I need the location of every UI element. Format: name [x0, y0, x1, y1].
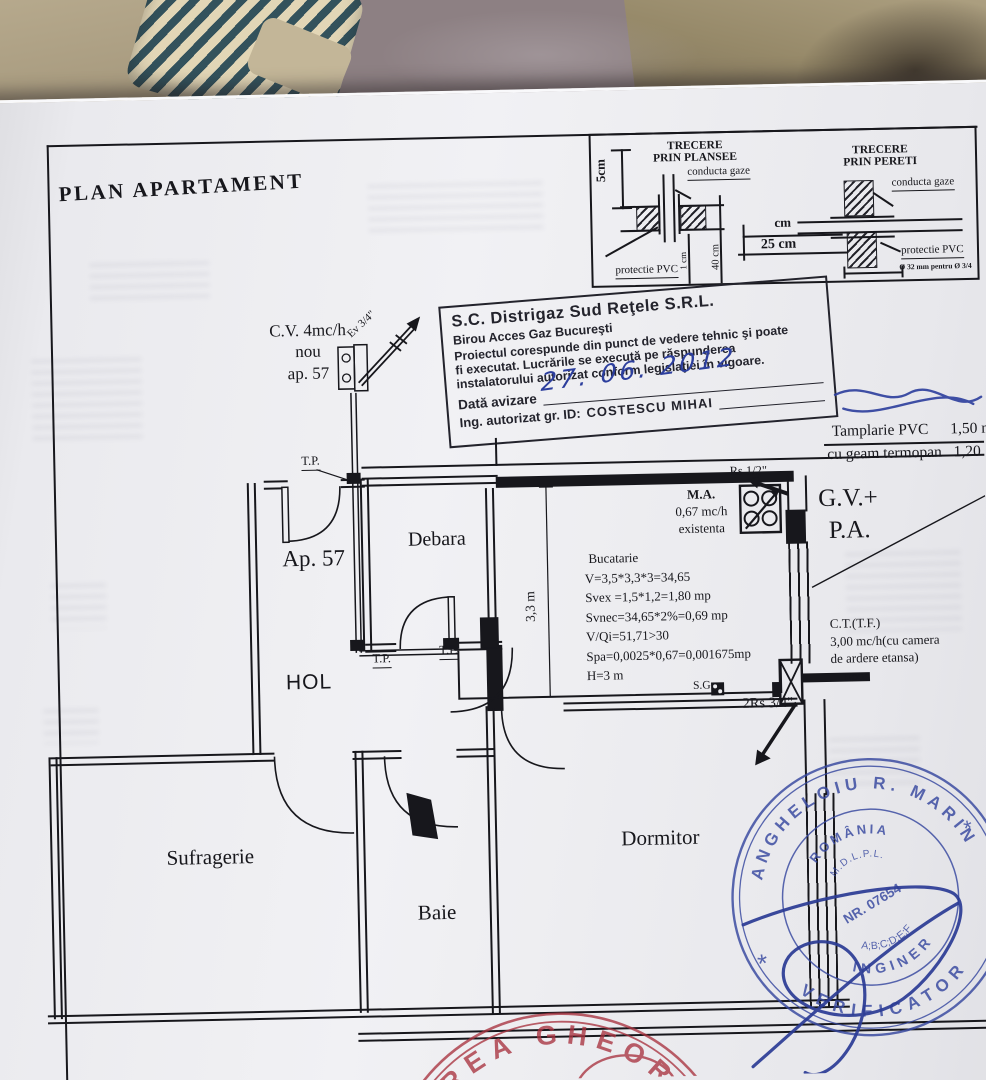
sheet-highlight [380, 10, 700, 100]
leader-lines [316, 469, 986, 588]
red-stamp-text: REA GHEOR [433, 1017, 684, 1080]
dimension-33m [538, 485, 558, 698]
red-round-stamp: REA GHEOR [385, 1012, 738, 1080]
stamp-star-left: * [755, 948, 770, 979]
riser-arrow-rs [746, 475, 789, 496]
gas-valve-symbol [711, 682, 725, 696]
blue-verifier-stamp: ANGHELOIU R. MARIN VERIFICATOR * * ROMÂN… [731, 756, 986, 1037]
red-stamp-arc: REA GHEOR [433, 1017, 684, 1080]
engineer-signature [741, 885, 963, 1077]
gas-meter-symbol [337, 343, 369, 392]
stamp-name-text: ANGHELOIU R. MARIN [734, 756, 983, 884]
approval-signature [833, 388, 983, 413]
boiler-symbol [772, 658, 871, 706]
door-arcs [273, 486, 565, 834]
branch-arrow-2rs [755, 701, 798, 766]
stamp-name-arc: ANGHELOIU R. MARIN [734, 756, 983, 884]
door-leaves [281, 486, 500, 840]
